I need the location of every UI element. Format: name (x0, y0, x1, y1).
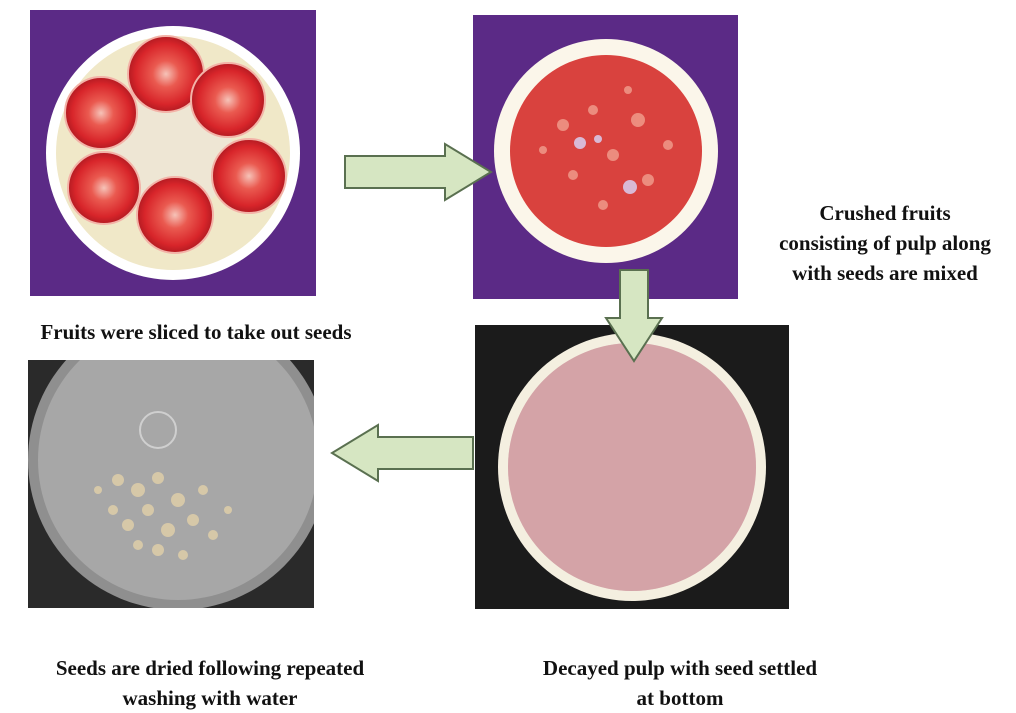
caption-line: Fruits were sliced to take out seeds (6, 318, 386, 346)
caption-line: Decayed pulp with seed settled (500, 653, 860, 683)
caption-line: with seeds are mixed (758, 258, 1012, 288)
caption-line: Seeds are dried following repeated (10, 653, 410, 683)
arrow-left-icon (330, 423, 475, 483)
photo-decayed-pulp (475, 325, 789, 609)
photo-sliced-tomatoes (30, 10, 316, 296)
caption-line: consisting of pulp along (758, 228, 1012, 258)
caption-line: washing with water (10, 683, 410, 713)
arrow-right-icon (343, 142, 493, 202)
caption-step-4: Seeds are dried following repeated washi… (10, 653, 410, 713)
caption-line: Crushed fruits (758, 198, 1012, 228)
caption-line: at bottom (500, 683, 860, 713)
caption-step-3: Decayed pulp with seed settled at bottom (500, 653, 860, 713)
photo-dried-seeds (28, 360, 314, 608)
arrow-down-icon (604, 268, 664, 363)
photo-crushed-fruits (473, 15, 738, 299)
caption-step-2: Crushed fruits consisting of pulp along … (758, 198, 1012, 288)
caption-step-1: Fruits were sliced to take out seeds (6, 318, 386, 346)
